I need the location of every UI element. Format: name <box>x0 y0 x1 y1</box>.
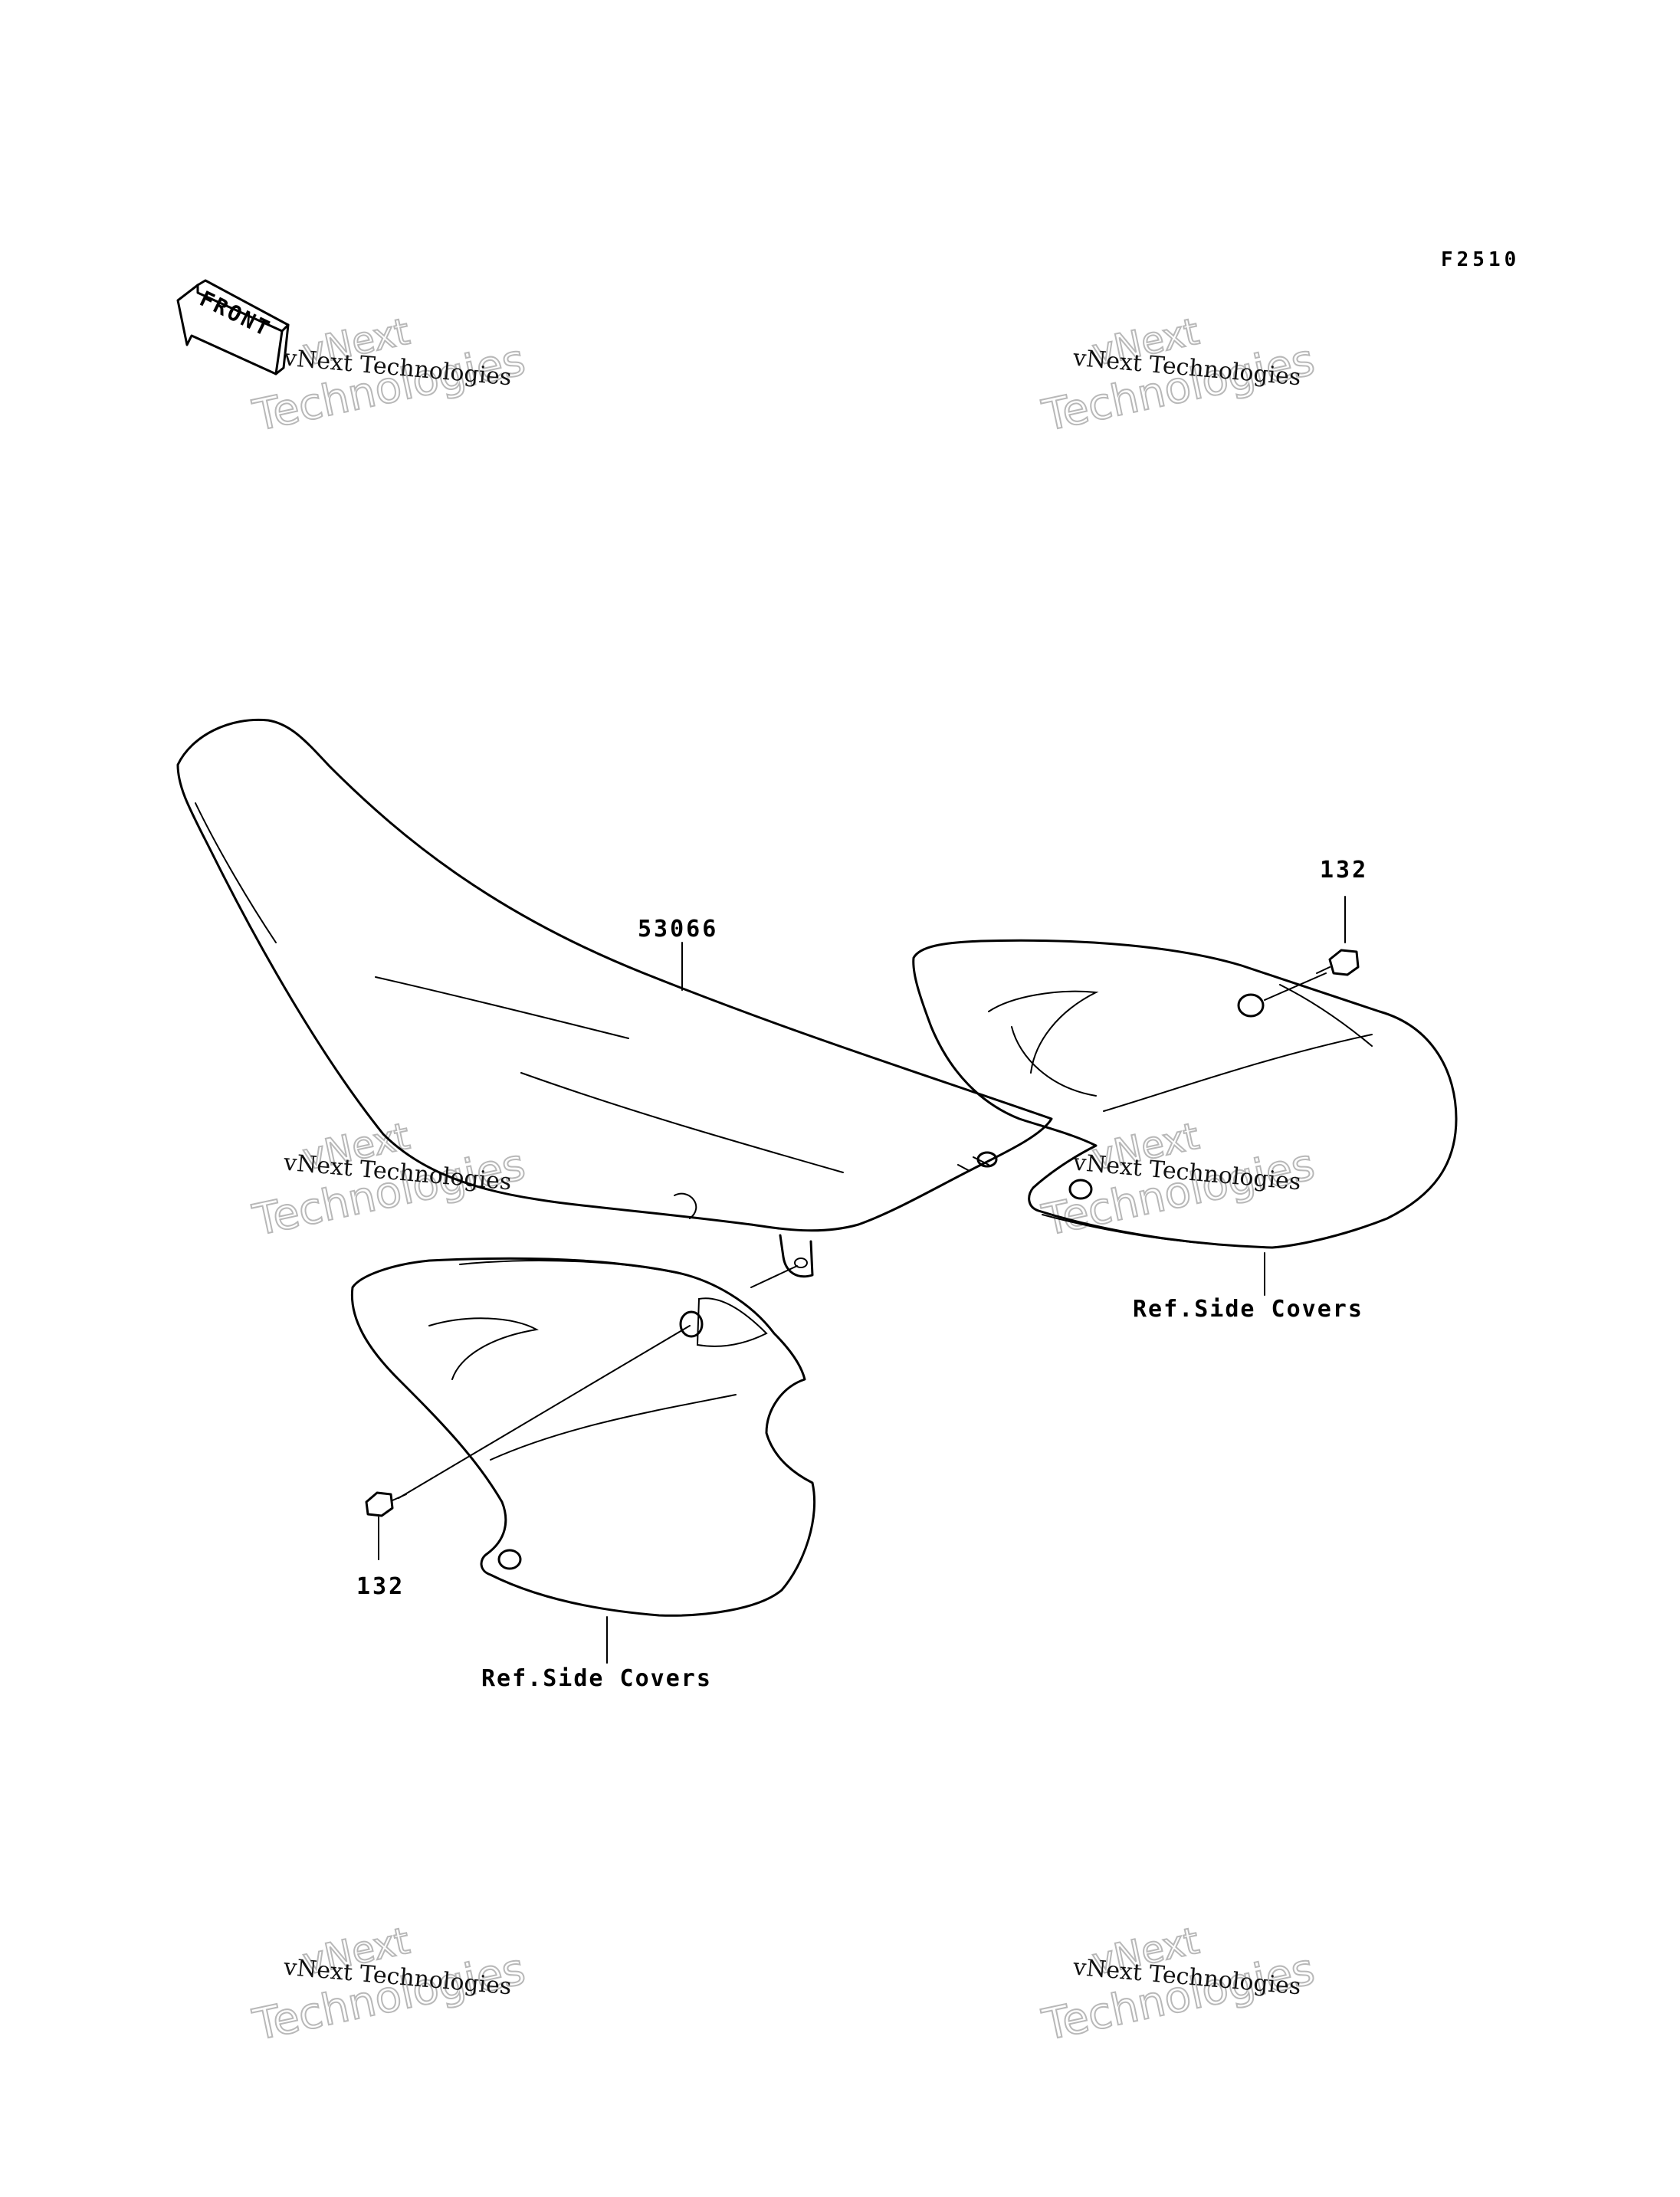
seat-part <box>176 718 1053 1278</box>
cover-right-label: Ref.Side Covers <box>1133 1296 1363 1323</box>
figure-code: F2510 <box>1441 248 1520 271</box>
cover-left-label: Ref.Side Covers <box>481 1665 712 1692</box>
side-cover-right <box>912 939 1458 1249</box>
bolt-left-part-number: 132 <box>356 1573 405 1600</box>
side-cover-left <box>350 1257 816 1617</box>
front-arrow-label: FRONT <box>195 286 275 342</box>
bolt-right-icon <box>1264 949 1360 1001</box>
bolt-right-part-number: 132 <box>1320 857 1368 884</box>
bolt-left-icon <box>365 1325 691 1517</box>
seat-to-cover-line <box>750 1265 798 1288</box>
seat-part-number: 53066 <box>638 916 718 943</box>
front-arrow-icon: FRONT <box>176 279 290 375</box>
